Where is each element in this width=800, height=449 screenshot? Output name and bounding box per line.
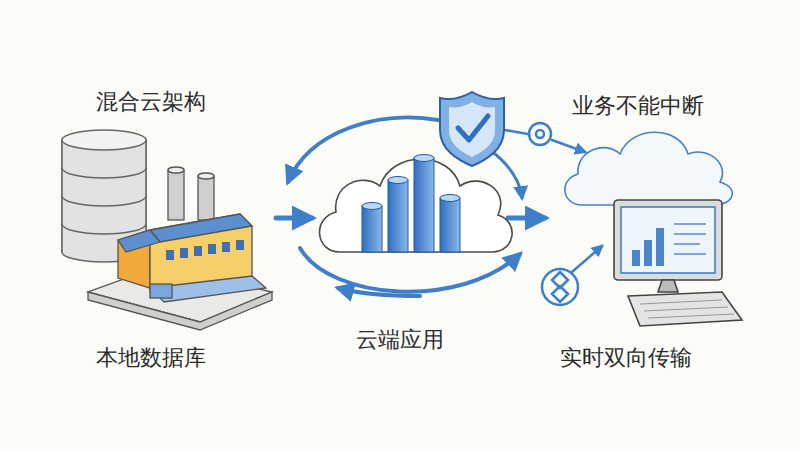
text-label: 混合云架构 (96, 88, 206, 116)
text-label: 业务不能中断 (572, 92, 704, 120)
security-shield (440, 92, 504, 166)
cloud-analytics-symbol (320, 155, 513, 253)
cloud-symbol (565, 132, 732, 205)
text-label: 实时双向传输 (560, 344, 692, 372)
text-label: 云端应用 (356, 326, 444, 354)
factory-symbol (88, 167, 272, 330)
text-label: 本地数据库 (96, 344, 206, 372)
computer-symbol (614, 200, 742, 326)
small-icons (529, 123, 578, 305)
